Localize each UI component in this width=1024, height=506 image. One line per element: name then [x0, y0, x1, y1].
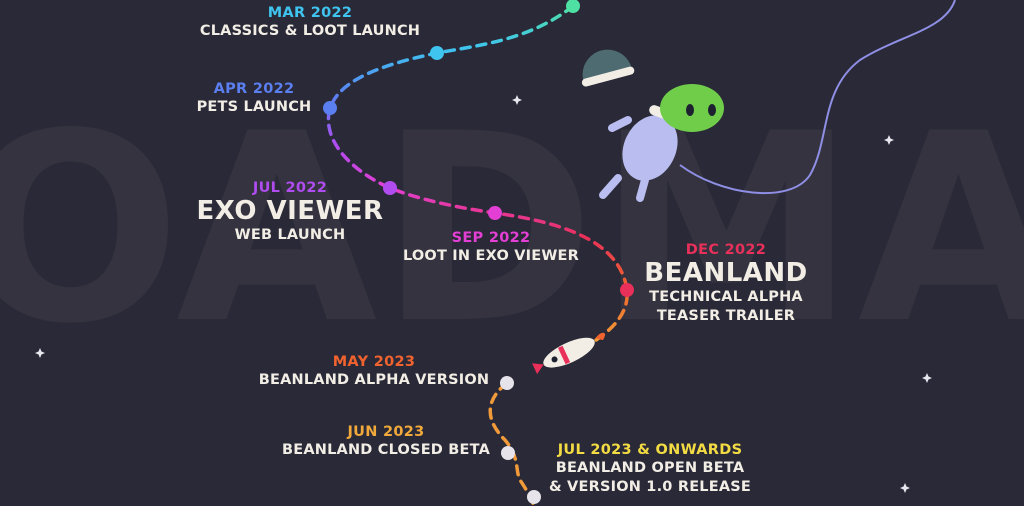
milestone-date: APR 2022 — [213, 81, 295, 97]
dot-start — [566, 0, 580, 13]
milestone-jul-2023: JUL 2023 & ONWARDS BEANLAND OPEN BETA & … — [548, 442, 752, 497]
star-icon — [922, 373, 932, 383]
dot-jul-2023 — [527, 490, 541, 504]
milestone-dec-2022: DEC 2022 BEANLAND TECHNICAL ALPHA TEASER… — [636, 242, 816, 326]
rocket-icon — [532, 332, 605, 375]
dot-sep-2022 — [488, 206, 502, 220]
milestone-desc: TECHNICAL ALPHA — [649, 289, 803, 305]
stars — [35, 95, 932, 493]
milestone-mar-2022: MAR 2022 CLASSICS & LOOT LAUNCH — [190, 5, 430, 41]
milestone-desc: BEANLAND CLOSED BETA — [281, 442, 491, 458]
milestone-title: EXO VIEWER — [196, 196, 384, 226]
star-icon — [35, 348, 45, 358]
milestone-date: JUN 2023 — [347, 424, 425, 440]
dot-mar-2022 — [430, 46, 444, 60]
star-icon — [900, 483, 910, 493]
dot-jul-2022 — [383, 181, 397, 195]
star-icon — [884, 135, 894, 145]
background-word: OADMA — [0, 79, 1024, 381]
milestone-desc: PETS LAUNCH — [196, 99, 312, 115]
milestone-desc: BEANLAND OPEN BETA — [555, 460, 745, 476]
milestone-date: MAY 2023 — [332, 354, 416, 370]
milestone-desc: WEB LAUNCH — [234, 227, 346, 243]
milestone-desc: TEASER TRAILER — [656, 308, 796, 324]
milestone-jun-2023: JUN 2023 BEANLAND CLOSED BETA — [280, 424, 492, 460]
roadmap-path-lower — [488, 381, 536, 506]
milestone-jul-2022: JUL 2022 EXO VIEWER WEB LAUNCH — [180, 180, 400, 245]
milestone-desc: BEANLAND ALPHA VERSION — [258, 372, 490, 388]
helmet-icon — [581, 49, 635, 87]
star-icon — [512, 95, 522, 105]
milestone-date: DEC 2022 — [685, 242, 767, 258]
milestone-date: SEP 2022 — [451, 230, 531, 246]
milestone-dots — [323, 0, 634, 504]
milestone-date: JUL 2022 — [252, 180, 328, 196]
milestone-desc: & VERSION 1.0 RELEASE — [548, 479, 752, 495]
dot-may-2023 — [500, 376, 514, 390]
milestone-date: MAR 2022 — [267, 5, 353, 21]
milestone-desc: CLASSICS & LOOT LAUNCH — [199, 23, 421, 39]
dot-apr-2022 — [323, 101, 337, 115]
dot-dec-2022 — [620, 283, 634, 297]
milestone-title: BEANLAND — [644, 258, 808, 288]
milestone-desc: LOOT IN EXO VIEWER — [402, 248, 580, 264]
dot-jun-2023 — [501, 446, 515, 460]
milestone-may-2023: MAY 2023 BEANLAND ALPHA VERSION — [255, 354, 493, 390]
astronaut-bean-icon — [599, 84, 724, 202]
milestone-apr-2022: APR 2022 PETS LAUNCH — [184, 81, 324, 117]
tether-cord — [679, 0, 956, 195]
milestone-sep-2022: SEP 2022 LOOT IN EXO VIEWER — [396, 230, 586, 266]
milestone-date: JUL 2023 & ONWARDS — [557, 442, 743, 458]
